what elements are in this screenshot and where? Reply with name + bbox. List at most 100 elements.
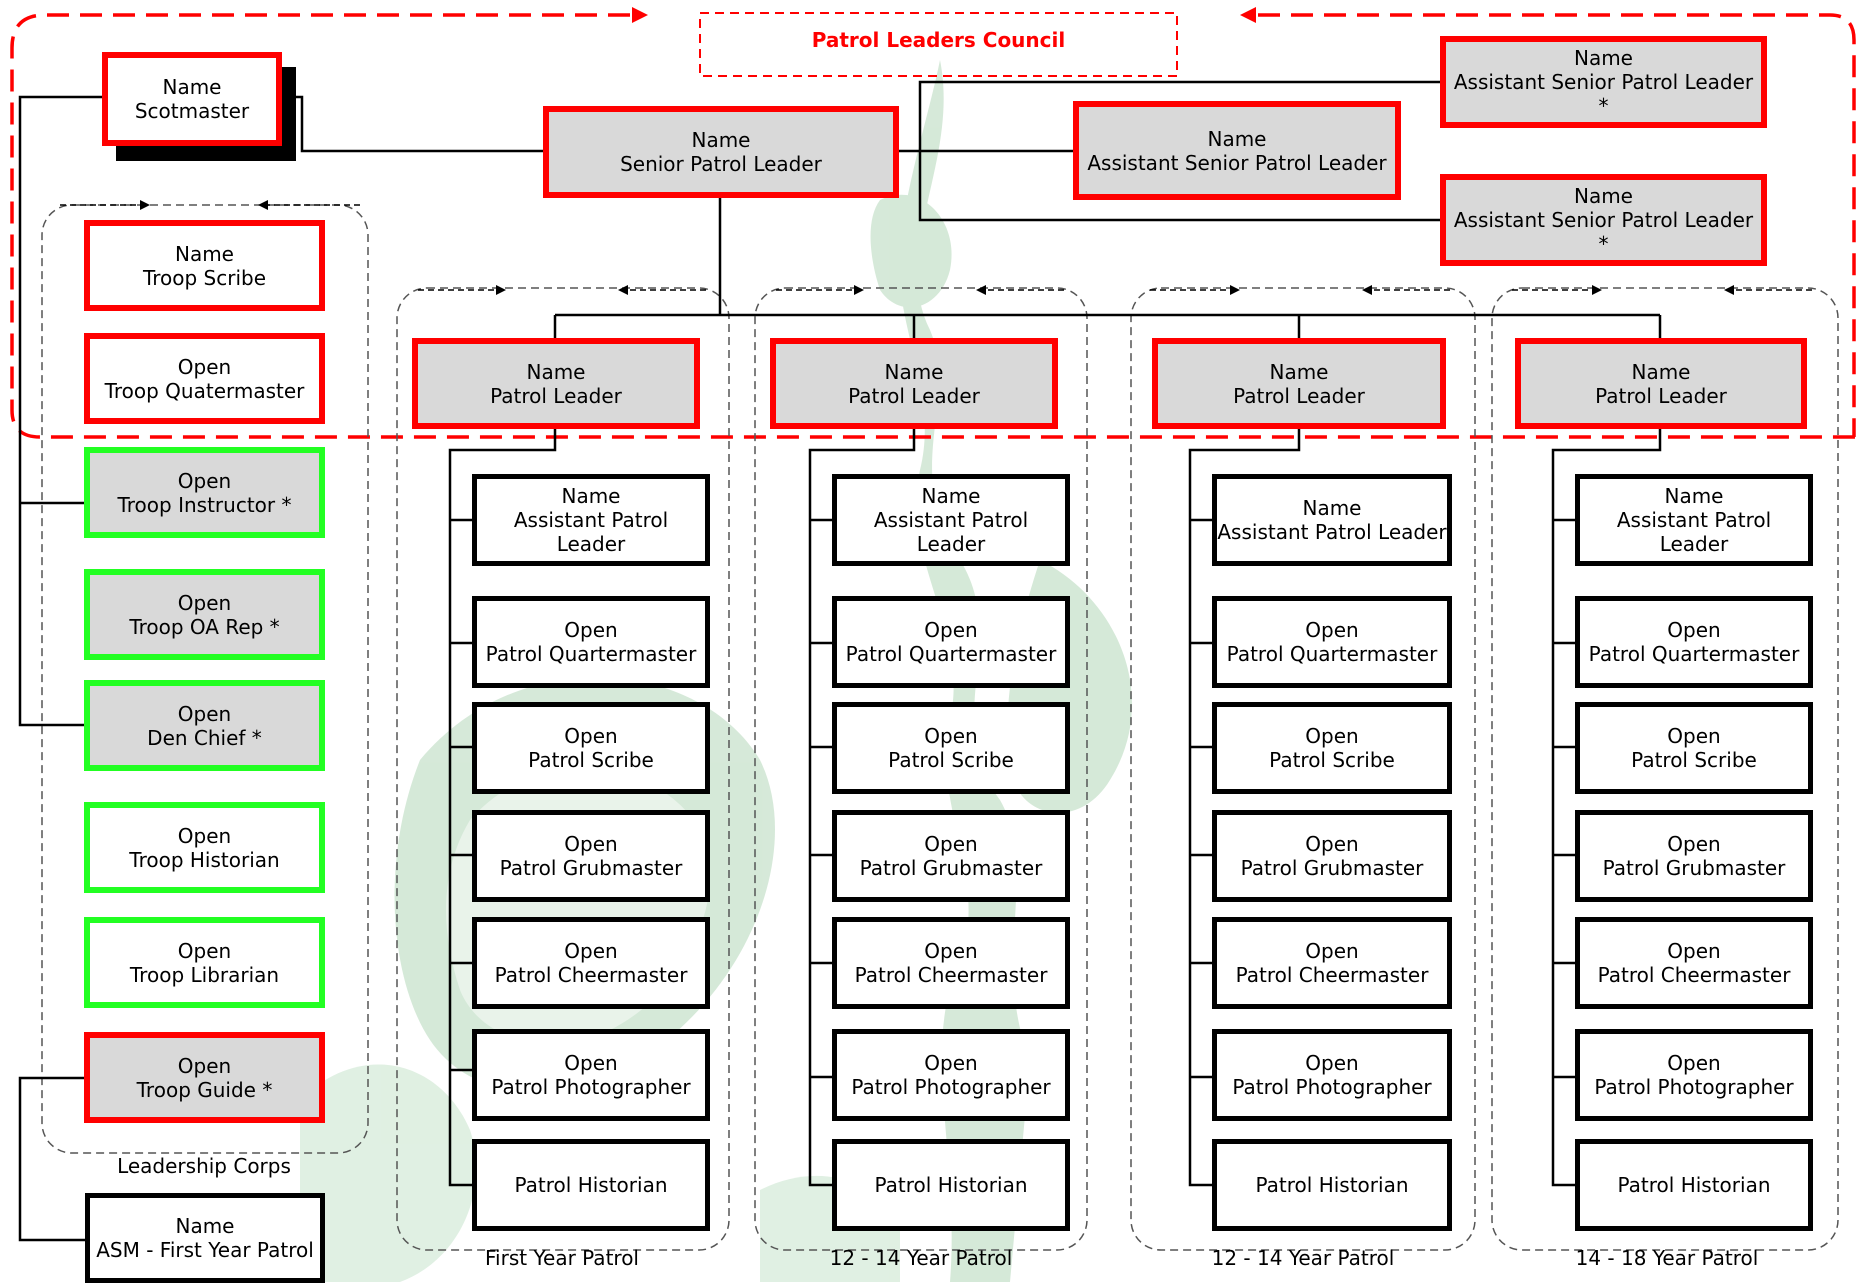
node-line2: Assistant Patrol Leader	[1217, 520, 1447, 544]
node-line1: Open	[1305, 832, 1359, 856]
node-line2: Scotmaster	[134, 99, 250, 123]
node-line2: Patrol Cheermaster	[854, 963, 1048, 987]
patrol-historian-box[interactable]: Patrol Historian	[1575, 1139, 1813, 1231]
node-line2: Patrol Grubmaster	[1602, 856, 1786, 880]
node-line1: Open	[1305, 724, 1359, 748]
node-line1: Open	[1667, 1051, 1721, 1075]
node-line2: Patrol Photographer	[491, 1075, 691, 1099]
node-line2: Patrol Historian	[874, 1173, 1028, 1197]
node-line1: Open	[177, 823, 232, 848]
patrol-historian-box[interactable]: Patrol Historian	[832, 1139, 1070, 1231]
node-line1: Name	[1573, 184, 1633, 208]
asm-box[interactable]: Name ASM - First Year Patrol	[85, 1193, 325, 1283]
node-line1: Name	[175, 1214, 235, 1238]
node-line1: Open	[1305, 1051, 1359, 1075]
aspl-box[interactable]: Name Assistant Senior Patrol Leader	[1073, 101, 1401, 200]
node-line2: Patrol Photographer	[1594, 1075, 1794, 1099]
node-line2: Assistant Senior Patrol Leader	[1087, 150, 1387, 175]
node-line1: Name	[1302, 496, 1362, 520]
node-line2: Patrol Grubmaster	[499, 856, 683, 880]
connectors	[18, 80, 1662, 1242]
node-line2: Patrol Cheermaster	[1597, 963, 1791, 987]
node-line1: Name	[921, 484, 981, 508]
aspl-bottom-box[interactable]: Name Assistant Senior Patrol Leader *	[1440, 174, 1767, 266]
node-line1: Name	[1664, 484, 1724, 508]
patrol-historian-box[interactable]: Patrol Historian	[472, 1139, 710, 1231]
scoutmaster-box[interactable]: Name Scotmaster	[102, 52, 282, 146]
node-line2: Senior Patrol Leader	[620, 152, 822, 176]
leadership-corps-label: Leadership Corps	[117, 1154, 291, 1178]
node-line1: Name	[1631, 359, 1691, 384]
node-line1: Name	[1269, 359, 1329, 384]
node-line1: Open	[177, 1053, 232, 1078]
patrol-historian-box[interactable]: Patrol Historian	[1212, 1139, 1452, 1231]
patrol-label: 12 - 14 Year Patrol	[829, 1246, 1013, 1270]
node-line2: Troop Historian	[129, 847, 280, 872]
node-line1: Open	[924, 724, 978, 748]
node-line1: Name	[1207, 126, 1267, 151]
node-line1: Open	[1667, 724, 1721, 748]
node-line2: Patrol Historian	[514, 1173, 668, 1197]
node-line2: Assistant Patrol Leader	[873, 508, 1029, 556]
node-line1: Open	[924, 832, 978, 856]
node-line2: Assistant Senior Patrol Leader *	[1453, 208, 1754, 256]
node-line2: Patrol Scribe	[528, 748, 654, 772]
node-line1: Open	[1305, 618, 1359, 642]
node-line1: Open	[564, 832, 618, 856]
node-line2: Assistant Senior Patrol Leader *	[1453, 70, 1754, 118]
node-line2: Assistant Patrol Leader	[1616, 508, 1772, 556]
patrol-label: First Year Patrol	[485, 1246, 639, 1270]
senior-patrol-leader-box[interactable]: Name Senior Patrol Leader	[543, 106, 899, 198]
node-line1: Open	[177, 590, 232, 615]
node-line2: Patrol Leader	[490, 383, 622, 408]
aspl-top-box[interactable]: Name Assistant Senior Patrol Leader *	[1440, 36, 1767, 128]
node-line1: Open	[1667, 939, 1721, 963]
node-line2: Patrol Scribe	[1269, 748, 1395, 772]
node-line1: Open	[1305, 939, 1359, 963]
node-line2: Patrol Quartermaster	[1588, 642, 1800, 666]
node-line1: Open	[924, 618, 978, 642]
council-arrowheads	[632, 7, 1256, 23]
group-arrows	[60, 204, 1812, 291]
node-line2: Patrol Cheermaster	[1235, 963, 1429, 987]
node-line1: Open	[1667, 618, 1721, 642]
node-line1: Name	[884, 359, 944, 384]
